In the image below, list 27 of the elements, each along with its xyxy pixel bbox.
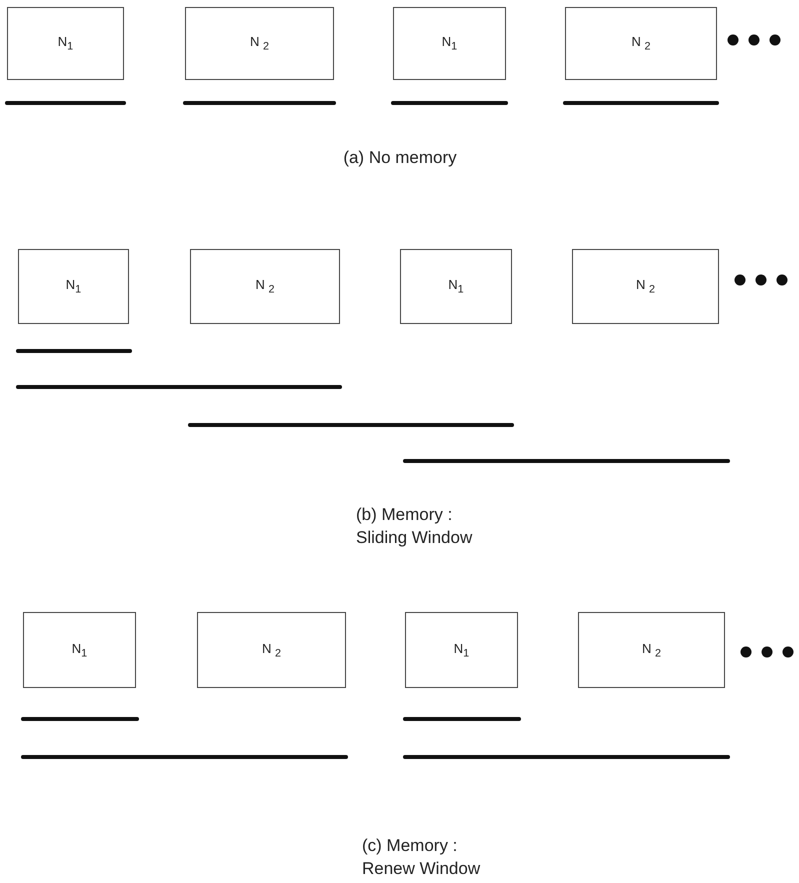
node-label: N $_{2}$ [255,277,275,296]
process-box [7,7,124,80]
process-box [393,7,506,80]
caption: (a) No memory [342,147,458,169]
caption: (b) Memory : Sliding Window [356,504,474,549]
node-label: N $_{2}$ [631,34,651,53]
process-box [18,249,129,324]
node-label: N $_{2}$ [636,277,656,296]
process-box [405,612,518,688]
process-box [578,612,725,688]
node-label: N$_{1}$ [442,34,458,53]
node-label: N$_{1}$ [72,640,88,660]
caption: (c) Memory : Renew Window [362,835,482,880]
node-label: N $_{2}$ [642,640,662,660]
node-label: N$_{1}$ [66,277,82,296]
node-label: N $_{2}$ [250,34,270,53]
process-box [565,7,717,80]
process-box [400,249,512,324]
node-label: N$_{1}$ [448,277,464,296]
process-box [185,7,334,80]
node-label: N $_{2}$ [262,640,282,660]
process-box [190,249,340,324]
process-box [23,612,136,688]
process-box [197,612,346,688]
process-box [572,249,719,324]
node-label: N$_{1}$ [58,34,74,53]
node-label: N$_{1}$ [454,640,470,660]
